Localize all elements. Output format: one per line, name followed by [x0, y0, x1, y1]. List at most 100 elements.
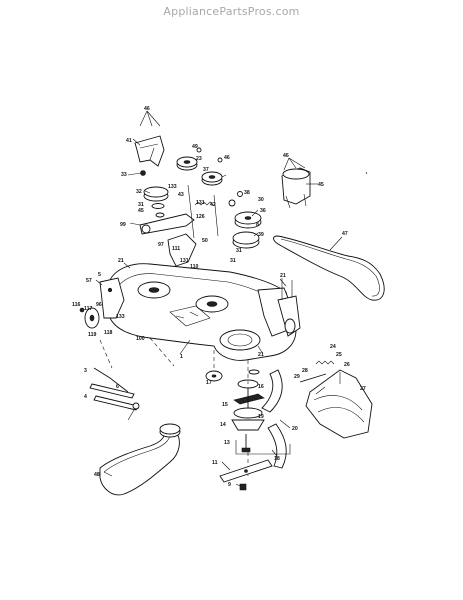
callout-21c: 21 — [258, 352, 264, 358]
deck-bracket-right[interactable] — [277, 295, 301, 337]
callout-45: 45 — [318, 182, 324, 188]
callout-100: 100 — [136, 336, 145, 342]
rod-28[interactable] — [299, 373, 327, 383]
callout-46a: 46 — [144, 106, 150, 112]
washer-16[interactable] — [248, 369, 260, 375]
callout-11: 11 — [212, 460, 218, 466]
callout-39: 39 — [258, 232, 264, 238]
callout-119: 119 — [88, 332, 96, 338]
callout-36: 36 — [260, 208, 266, 214]
callout-labels: 46 41 49 33 46 23 37 46 45 32 133 43 38 … — [72, 106, 366, 488]
callout-45b: 45 — [138, 208, 144, 214]
blade-adapter-14[interactable] — [231, 419, 265, 431]
callout-21a: 21 — [118, 258, 124, 264]
callout-47: 47 — [342, 231, 348, 237]
callout-13: 13 — [224, 440, 230, 446]
pulley-37[interactable] — [201, 171, 223, 186]
pulley-32[interactable] — [143, 186, 169, 202]
callout-31c: 31 — [236, 248, 242, 254]
deck-belt-48[interactable] — [99, 429, 180, 496]
callout-117: 117 — [84, 306, 92, 312]
site-watermark: AppliancePartsPros.com — [163, 5, 300, 18]
blade-bolt-9[interactable] — [239, 483, 247, 491]
nut-45[interactable] — [155, 212, 165, 218]
callout-24: 24 — [330, 344, 336, 350]
lift-arm-3[interactable] — [93, 367, 129, 393]
callout-50: 50 — [202, 238, 208, 244]
callout-110: 110 — [190, 264, 198, 270]
callout-32: 32 — [136, 189, 142, 195]
callout-111: 111 — [172, 246, 180, 252]
callout-46c: 46 — [283, 153, 289, 159]
callout-20: 20 — [292, 426, 298, 432]
spindle-cover-left[interactable] — [134, 135, 165, 167]
stray-mark — [365, 171, 368, 175]
callout-31b: 31 — [230, 258, 236, 264]
callout-99: 99 — [120, 222, 126, 228]
idler-arm-99[interactable] — [139, 213, 195, 235]
belt-pulley-48[interactable] — [159, 423, 181, 438]
mower-blade-11[interactable] — [219, 459, 273, 483]
callout-25: 25 — [336, 352, 342, 358]
callout-8: 8 — [256, 222, 259, 228]
callout-29: 29 — [294, 374, 300, 380]
callout-15: 15 — [222, 402, 228, 408]
callout-5: 5 — [98, 272, 101, 278]
spindle-housing-15[interactable] — [233, 379, 265, 419]
idler-pulley-17[interactable] — [205, 370, 223, 382]
callout-19: 19 — [258, 414, 264, 420]
callout-17: 17 — [206, 380, 212, 386]
callout-38: 38 — [244, 190, 250, 196]
callout-28: 28 — [302, 368, 308, 374]
callout-18: 18 — [274, 456, 280, 462]
washer-31[interactable] — [151, 203, 165, 209]
callout-6: 6 — [116, 384, 119, 390]
lift-link-4[interactable] — [93, 395, 140, 411]
callout-37: 37 — [203, 167, 209, 173]
callout-118: 118 — [104, 330, 112, 336]
spindle-cover-right[interactable] — [281, 167, 311, 209]
callout-57: 57 — [86, 278, 92, 284]
callout-133b: 133 — [116, 314, 125, 320]
spring-24[interactable] — [315, 360, 335, 365]
callout-131: 131 — [196, 200, 205, 206]
callout-96: 96 — [96, 302, 102, 308]
callout-41: 41 — [126, 138, 132, 144]
callout-97: 97 — [158, 242, 164, 248]
callout-1: 1 — [180, 354, 183, 360]
callout-14: 14 — [220, 422, 226, 428]
pulley-23[interactable] — [176, 156, 198, 171]
idler-pulley-38[interactable] — [234, 211, 262, 229]
callout-4: 4 — [84, 394, 87, 400]
lift-rod-6[interactable] — [89, 383, 135, 399]
callout-16: 16 — [258, 384, 264, 390]
callout-30: 30 — [258, 197, 264, 203]
deck-bracket-left[interactable] — [99, 277, 125, 319]
mower-blade-19[interactable] — [261, 369, 287, 469]
callout-43: 43 — [178, 192, 184, 198]
gauge-wheel-left[interactable] — [84, 307, 100, 329]
callout-48: 48 — [94, 472, 100, 478]
bracket-97[interactable] — [167, 233, 197, 267]
bolt-116[interactable] — [79, 307, 85, 313]
callout-131b: 131 — [180, 258, 189, 264]
callout-133: 133 — [168, 184, 177, 190]
drive-belt-47[interactable] — [273, 235, 385, 301]
bolt-33[interactable] — [140, 170, 146, 176]
callout-31a: 31 — [138, 202, 144, 208]
bolt-13[interactable] — [241, 434, 251, 453]
callout-3: 3 — [84, 368, 87, 374]
callout-49: 49 — [192, 144, 198, 150]
callout-116: 116 — [72, 302, 80, 308]
callout-21b: 21 — [280, 273, 286, 279]
callout-46b: 46 — [224, 155, 230, 161]
callout-126: 126 — [196, 214, 205, 220]
discharge-deflector-27[interactable] — [305, 369, 373, 439]
callout-27: 27 — [360, 386, 366, 392]
spring-131[interactable] — [194, 201, 214, 206]
idler-pulley-39[interactable] — [232, 231, 260, 249]
callout-42: 42 — [210, 202, 216, 208]
callout-leader-lines — [95, 138, 343, 487]
mower-deck-housing[interactable] — [107, 263, 297, 361]
